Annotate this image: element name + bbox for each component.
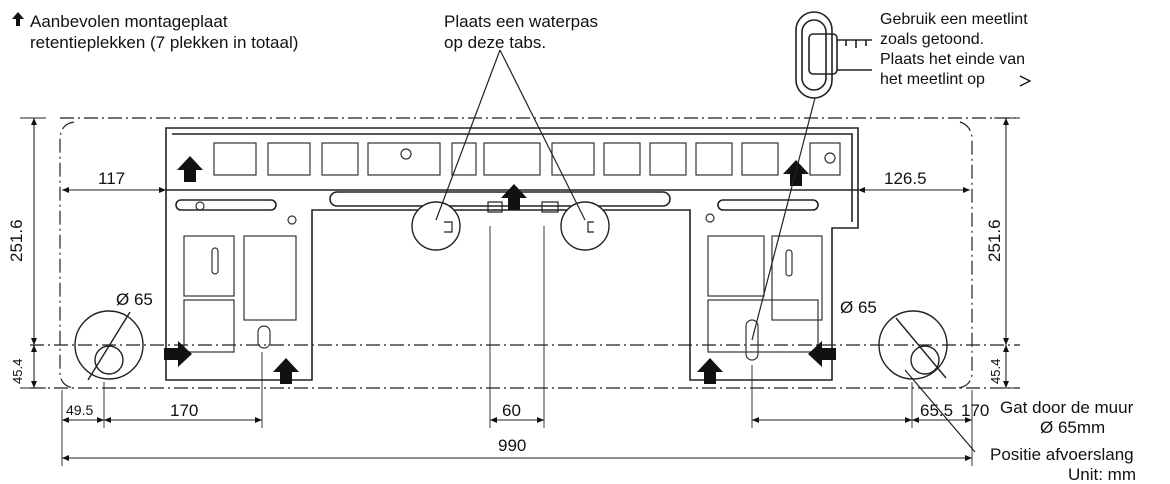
triangle-right-icon <box>1019 75 1032 87</box>
dim-60: 60 <box>502 401 521 420</box>
up-arrow-icon <box>12 12 24 26</box>
indoor-unit-outline <box>30 117 1020 389</box>
wall-hole-callout-line2: Ø 65mm <box>1040 418 1105 437</box>
wall-hole-left <box>74 310 144 381</box>
dim-45-4-right: 45.4 <box>988 359 1003 384</box>
up-arrow-icon <box>273 358 299 384</box>
level-callout-line2: op deze tabs. <box>444 33 546 52</box>
drain-callout: Positie afvoerslang <box>990 445 1134 464</box>
dim-251-6-left: 251.6 <box>7 219 26 262</box>
dim-49-5: 49.5 <box>66 402 93 418</box>
level-callout-line1: Plaats een waterpas <box>444 12 598 31</box>
dim-170-left: 170 <box>170 401 198 420</box>
dim-251-6-right: 251.6 <box>985 219 1004 262</box>
extension-lines <box>20 117 1020 466</box>
up-arrow-icon <box>697 358 723 384</box>
tape-callout-line3: Plaats het einde van <box>880 51 1025 68</box>
tape-callout-line1: Gebruik een meetlint <box>880 11 1028 28</box>
dim-126-5: 126.5 <box>884 169 927 188</box>
tape-callout-line2: zoals getoond. <box>880 31 984 48</box>
dim-170-right: 170 <box>961 401 989 420</box>
tape-measure-icon <box>795 11 872 99</box>
dim-65-5: 65.5 <box>920 401 953 420</box>
dim-hole-dia-left: Ø 65 <box>116 290 153 309</box>
tape-callout-line4: het meetlint op <box>880 71 985 88</box>
level-tabs <box>411 201 610 251</box>
unit-label: Unit: mm <box>1068 465 1136 484</box>
right-arrow-icon <box>164 341 192 367</box>
dim-hole-dia-right: Ø 65 <box>840 298 877 317</box>
dimension-lines <box>31 118 1009 461</box>
retention-callout-line1: Aanbevolen montageplaat <box>30 12 228 31</box>
up-arrow-icon <box>501 184 527 210</box>
leader-lines <box>435 49 976 453</box>
wall-hole-callout-line1: Gat door de muur <box>1000 398 1134 417</box>
up-arrow-icon <box>177 156 203 182</box>
plate-cutouts <box>183 142 841 361</box>
dim-117: 117 <box>98 169 125 188</box>
retention-callout-line2: retentieplekken (7 plekken in totaal) <box>30 33 298 52</box>
dim-45-4-left: 45.4 <box>10 359 25 384</box>
dim-990: 990 <box>498 436 526 455</box>
left-arrow-icon <box>808 341 836 367</box>
